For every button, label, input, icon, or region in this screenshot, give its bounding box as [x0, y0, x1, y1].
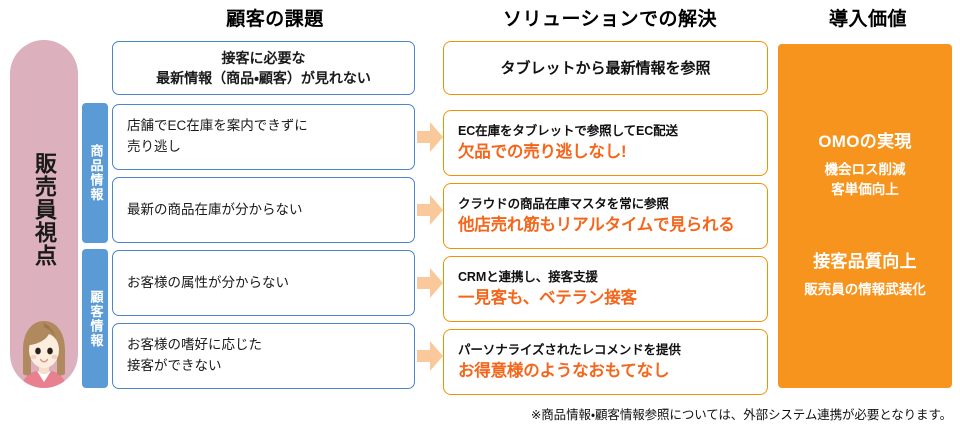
- solution-headline: パーソナライズされたレコメンドを提供: [458, 342, 681, 357]
- flow-arrow-icon: [417, 341, 443, 371]
- solution-punchline: お得意様のようなおもてなし: [458, 362, 670, 381]
- category-tab-product-info-label: 商品情報: [88, 144, 104, 202]
- value-sub-list: 販売員の情報武装化: [778, 280, 952, 300]
- value-title: 接客品質向上: [813, 252, 917, 271]
- solution-box[interactable]: EC在庫をタブレットで参照してEC配送 欠品での売り逃しなし!: [443, 110, 768, 176]
- footnote: ※商品情報・顧客情報参照については、外部システム連携が必要となります。: [530, 408, 952, 422]
- solution-punchline: 欠品での売り逃しなし!: [458, 143, 627, 162]
- solution-box[interactable]: クラウドの商品在庫マスタを常に参照 他店売れ筋もリアルタイムで見られる: [443, 183, 768, 249]
- value-sub-item: 客単価向上: [831, 181, 899, 197]
- column-header-solution: ソリューションでの解決: [502, 9, 718, 30]
- issue-text-line1: お客様の嗜好に応じた: [127, 337, 262, 353]
- issue-box[interactable]: 最新の商品在庫が分からない: [112, 177, 415, 243]
- category-tab-customer-info-label: 顧客情報: [88, 289, 104, 348]
- solution-punchline: 他店売れ筋もリアルタイムで見られる: [458, 216, 735, 235]
- solution-headline: クラウドの商品在庫マスタを常に参照: [458, 196, 669, 211]
- value-sub-item: 販売員の情報武装化: [804, 282, 926, 298]
- issue-text-line2: 接客ができない: [127, 358, 222, 373]
- flow-arrow-icon: [417, 268, 443, 298]
- value-panel: OMOの実現 機会ロス削減 客単価向上 接客品質向上 販売員の情報武装化: [778, 44, 952, 388]
- value-group: OMOの実現 機会ロス削減 客単価向上: [778, 131, 952, 199]
- solution-headline: CRMと連携し、接客支援: [458, 269, 598, 284]
- issue-box[interactable]: 接客に必要な 最新情報（商品・顧客）が見れない: [112, 41, 415, 95]
- female-sales-staff-avatar-icon: [21, 321, 67, 388]
- value-group: 接客品質向上 販売員の情報武装化: [778, 251, 952, 300]
- issue-box[interactable]: 店舗でEC在庫を案内できずに 売り逃し: [112, 104, 415, 170]
- category-tab-product-info[interactable]: 商品情報: [82, 103, 108, 243]
- value-sub-item: 機会ロス削減: [824, 162, 906, 178]
- issue-box[interactable]: お客様の嗜好に応じた 接客ができない: [112, 323, 415, 389]
- solution-box[interactable]: タブレットから最新情報を参照: [443, 41, 768, 95]
- issue-text-line1: 接客に必要な: [221, 49, 306, 66]
- value-title: OMOの実現: [818, 132, 912, 151]
- solution-headline: EC在庫をタブレットで参照してEC配送: [458, 123, 678, 138]
- flow-arrow-icon: [417, 195, 443, 225]
- persona-label: 販売員視点: [32, 151, 57, 267]
- issue-box[interactable]: お客様の属性が分からない: [112, 250, 415, 316]
- issue-text-line2: 最新情報（商品・顧客）が見れない: [156, 70, 371, 86]
- issue-text-line1: 店舗でEC在庫を案内できずに: [127, 118, 308, 134]
- column-header-value: 導入価値: [828, 9, 907, 30]
- persona-capsule: 販売員視点: [10, 40, 78, 388]
- issue-text-line1: 最新の商品在庫が分からない: [127, 201, 303, 217]
- column-header-issue: 顧客の課題: [226, 9, 324, 30]
- solution-headline: タブレットから最新情報を参照: [500, 59, 711, 77]
- issue-text-line2: 売り逃し: [127, 139, 181, 154]
- flow-arrow-icon: [417, 122, 443, 152]
- solution-punchline: 一見客も、ベテラン接客: [458, 289, 637, 308]
- solution-box[interactable]: パーソナライズされたレコメンドを提供 お得意様のようなおもてなし: [443, 329, 768, 395]
- issue-text-line1: お客様の属性が分からない: [127, 274, 289, 290]
- solution-box[interactable]: CRMと連携し、接客支援 一見客も、ベテラン接客: [443, 256, 768, 322]
- category-tab-customer-info[interactable]: 顧客情報: [82, 249, 108, 388]
- value-sub-list: 機会ロス削減 客単価向上: [778, 160, 952, 199]
